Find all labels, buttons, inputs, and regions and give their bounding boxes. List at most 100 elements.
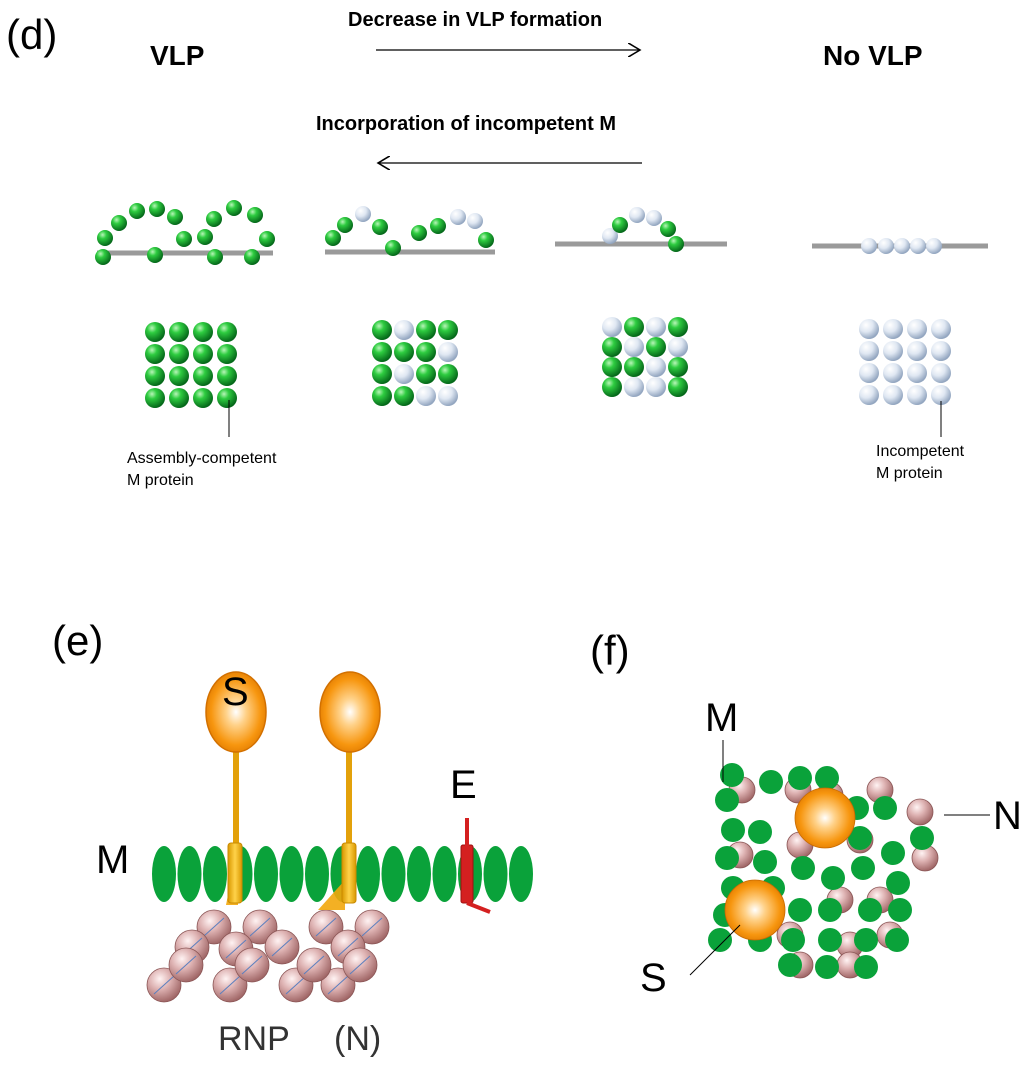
incompetent-m-protein: [602, 228, 618, 244]
m-protein-top: [708, 928, 732, 952]
lattice-incompetent-m: [931, 341, 951, 361]
m-protein-ellipse: [279, 846, 304, 902]
lattice-competent-m: [438, 320, 458, 340]
lattice-competent-m: [394, 386, 414, 406]
spike-label: S: [222, 670, 249, 714]
m-protein-top: [854, 955, 878, 979]
rna-strand: [285, 975, 307, 995]
rna-strand: [303, 955, 325, 975]
envelope-protein: [460, 818, 491, 914]
m-protein-top: [788, 766, 812, 790]
lattice-competent-m: [217, 322, 237, 342]
m-protein-top: [854, 928, 878, 952]
membrane-label: M: [96, 838, 130, 882]
m-protein-ellipse: [177, 846, 202, 902]
incompetent-m-protein: [926, 238, 942, 254]
callout-incompetent-line1: Incompetent: [876, 443, 965, 460]
competent-m-protein: [660, 221, 676, 237]
competent-m-protein: [372, 219, 388, 235]
m-protein-top: [781, 928, 805, 952]
m-protein-top: [815, 955, 839, 979]
lattice-competent-m: [372, 364, 392, 384]
lattice-competent-m: [193, 366, 213, 386]
lattice-competent-m: [217, 388, 237, 408]
lattice-incompetent-m: [646, 317, 666, 337]
lattice-incompetent-m: [646, 357, 666, 377]
lattice-competent-m: [169, 322, 189, 342]
competent-m-protein: [259, 231, 275, 247]
lattice-competent-m: [602, 337, 622, 357]
lattice-competent-m: [145, 344, 165, 364]
rna-strand: [349, 955, 371, 975]
rna-strand: [315, 917, 337, 937]
incompetent-m-protein: [646, 210, 662, 226]
lattice-competent-m: [372, 320, 392, 340]
lattice-incompetent-m: [883, 341, 903, 361]
competent-m-protein: [176, 231, 192, 247]
lattice-incompetent-m: [394, 320, 414, 340]
lattice-incompetent-m: [907, 319, 927, 339]
lattice-competent-m: [668, 317, 688, 337]
lattice-incompetent-m: [859, 363, 879, 383]
panel-e-label: (e): [52, 617, 104, 664]
lattice-competent-m: [394, 342, 414, 362]
m-protein-top: [715, 846, 739, 870]
incompetent-m-protein: [861, 238, 877, 254]
lattice-competent-m: [602, 357, 622, 377]
m-protein-top: [873, 796, 897, 820]
lattice-competent-m: [145, 322, 165, 342]
m-protein-ellipse: [407, 846, 431, 902]
n-protein-top: [906, 798, 934, 826]
lattice-competent-m: [668, 377, 688, 397]
competent-m-protein: [411, 225, 427, 241]
lattice-competent-m: [145, 366, 165, 386]
lattice-competent-m: [169, 388, 189, 408]
m-protein-top: [778, 953, 802, 977]
panel-f-callouts: [689, 740, 990, 976]
m-protein-top: [753, 850, 777, 874]
rna-strand: [271, 937, 293, 957]
lattice-incompetent-m: [931, 319, 951, 339]
lattice-incompetent-m: [859, 385, 879, 405]
budding-arcs: [95, 200, 942, 265]
competent-m-protein: [385, 240, 401, 256]
envelope-label: E: [450, 763, 477, 807]
m-protein-top: [885, 928, 909, 952]
lattice-competent-m: [217, 366, 237, 386]
lattice-incompetent-m: [624, 337, 644, 357]
competent-m-protein: [430, 218, 446, 234]
callout-incompetent-line2: M protein: [876, 465, 943, 482]
lattice-competent-m: [668, 357, 688, 377]
m-protein-ellipse: [432, 846, 457, 902]
lattice-incompetent-m: [859, 319, 879, 339]
m-protein-top: [910, 826, 934, 850]
incompetent-m-protein: [910, 238, 926, 254]
m-protein-top: [818, 928, 842, 952]
rna-strand: [361, 917, 383, 937]
assembly-competent-callout: Assembly-competent M protein: [127, 448, 276, 492]
rna-strand: [219, 975, 241, 995]
competent-m-protein: [147, 247, 163, 263]
m-protein-lattices: [145, 317, 951, 408]
m-protein-top: [815, 766, 839, 790]
m-protein-ellipse: [203, 846, 227, 902]
m-protein-ellipse: [509, 846, 533, 902]
lattice-competent-m: [416, 342, 436, 362]
m-protein-top: [748, 820, 772, 844]
lattice-incompetent-m: [646, 377, 666, 397]
lattice-competent-m: [217, 344, 237, 364]
rnp-label: RNP: [218, 1020, 290, 1058]
spike-protein-2: [318, 671, 381, 910]
competent-m-protein: [244, 249, 260, 265]
m-protein-ellipse: [381, 846, 406, 902]
incompetent-m-protein: [467, 213, 483, 229]
callout-competent-line2: M protein: [127, 472, 194, 489]
lattice-incompetent-m: [931, 385, 951, 405]
lattice-competent-m: [372, 342, 392, 362]
m-protein-top: [721, 818, 745, 842]
no-vlp-title: No VLP: [823, 40, 923, 71]
competent-m-protein: [226, 200, 242, 216]
lattice-competent-m: [416, 364, 436, 384]
competent-m-protein: [197, 229, 213, 245]
